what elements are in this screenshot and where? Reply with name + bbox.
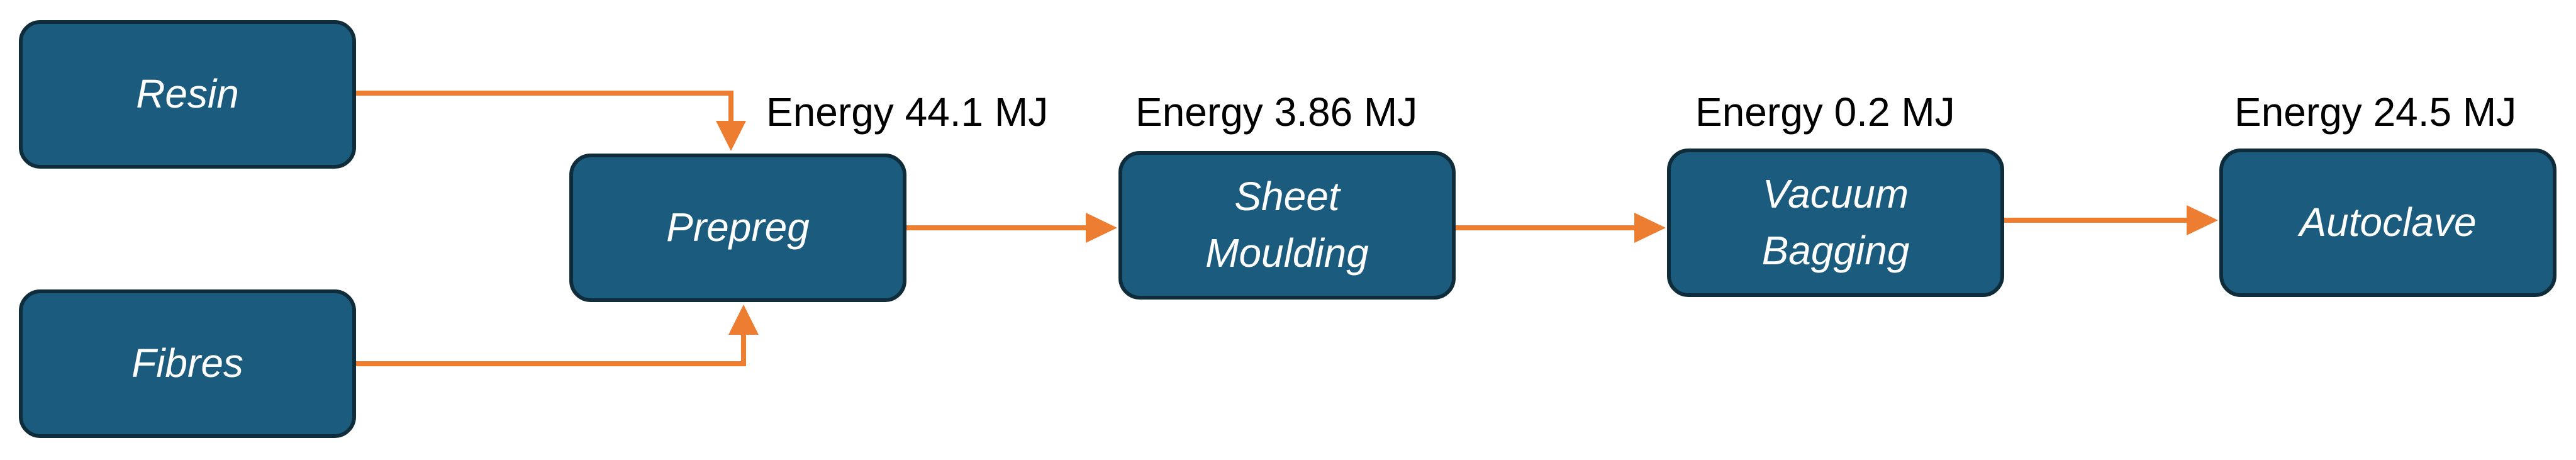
arrowhead-resin-to-prepreg <box>716 121 746 151</box>
energy-label-autoclave: Energy 24.5 MJ <box>2234 89 2517 135</box>
node-autoclave-label: Autoclave <box>2299 199 2477 245</box>
node-sheet-moulding: Sheet Moulding <box>1118 151 1456 300</box>
node-autoclave: Autoclave <box>2219 149 2556 297</box>
arrowhead-prepreg-to-sheet <box>1086 213 1117 243</box>
energy-label-sheet-moulding: Energy 3.86 MJ <box>1135 89 1418 135</box>
node-fibres: Fibres <box>19 289 356 438</box>
arrowhead-fibres-to-prepreg <box>728 305 759 335</box>
node-prepreg-label: Prepreg <box>666 205 810 250</box>
node-fibres-label: Fibres <box>131 340 243 386</box>
connector-fibres-to-prepreg <box>356 334 746 366</box>
arrowhead-sheet-to-vacuum <box>1634 213 1666 243</box>
arrowhead-vacuum-to-autoclave <box>2187 205 2218 235</box>
node-prepreg: Prepreg <box>569 154 906 302</box>
node-vacuum-bagging-label: Vacuum Bagging <box>1761 171 1910 273</box>
node-resin: Resin <box>19 20 356 169</box>
node-sheet-moulding-label: Sheet Moulding <box>1205 174 1369 276</box>
energy-label-prepreg: Energy 44.1 MJ <box>766 89 1049 135</box>
connector-resin-to-prepreg <box>356 91 733 122</box>
node-vacuum-bagging: Vacuum Bagging <box>1667 149 2004 297</box>
node-resin-label: Resin <box>136 71 239 117</box>
energy-label-vacuum-bagging: Energy 0.2 MJ <box>1695 89 1955 135</box>
